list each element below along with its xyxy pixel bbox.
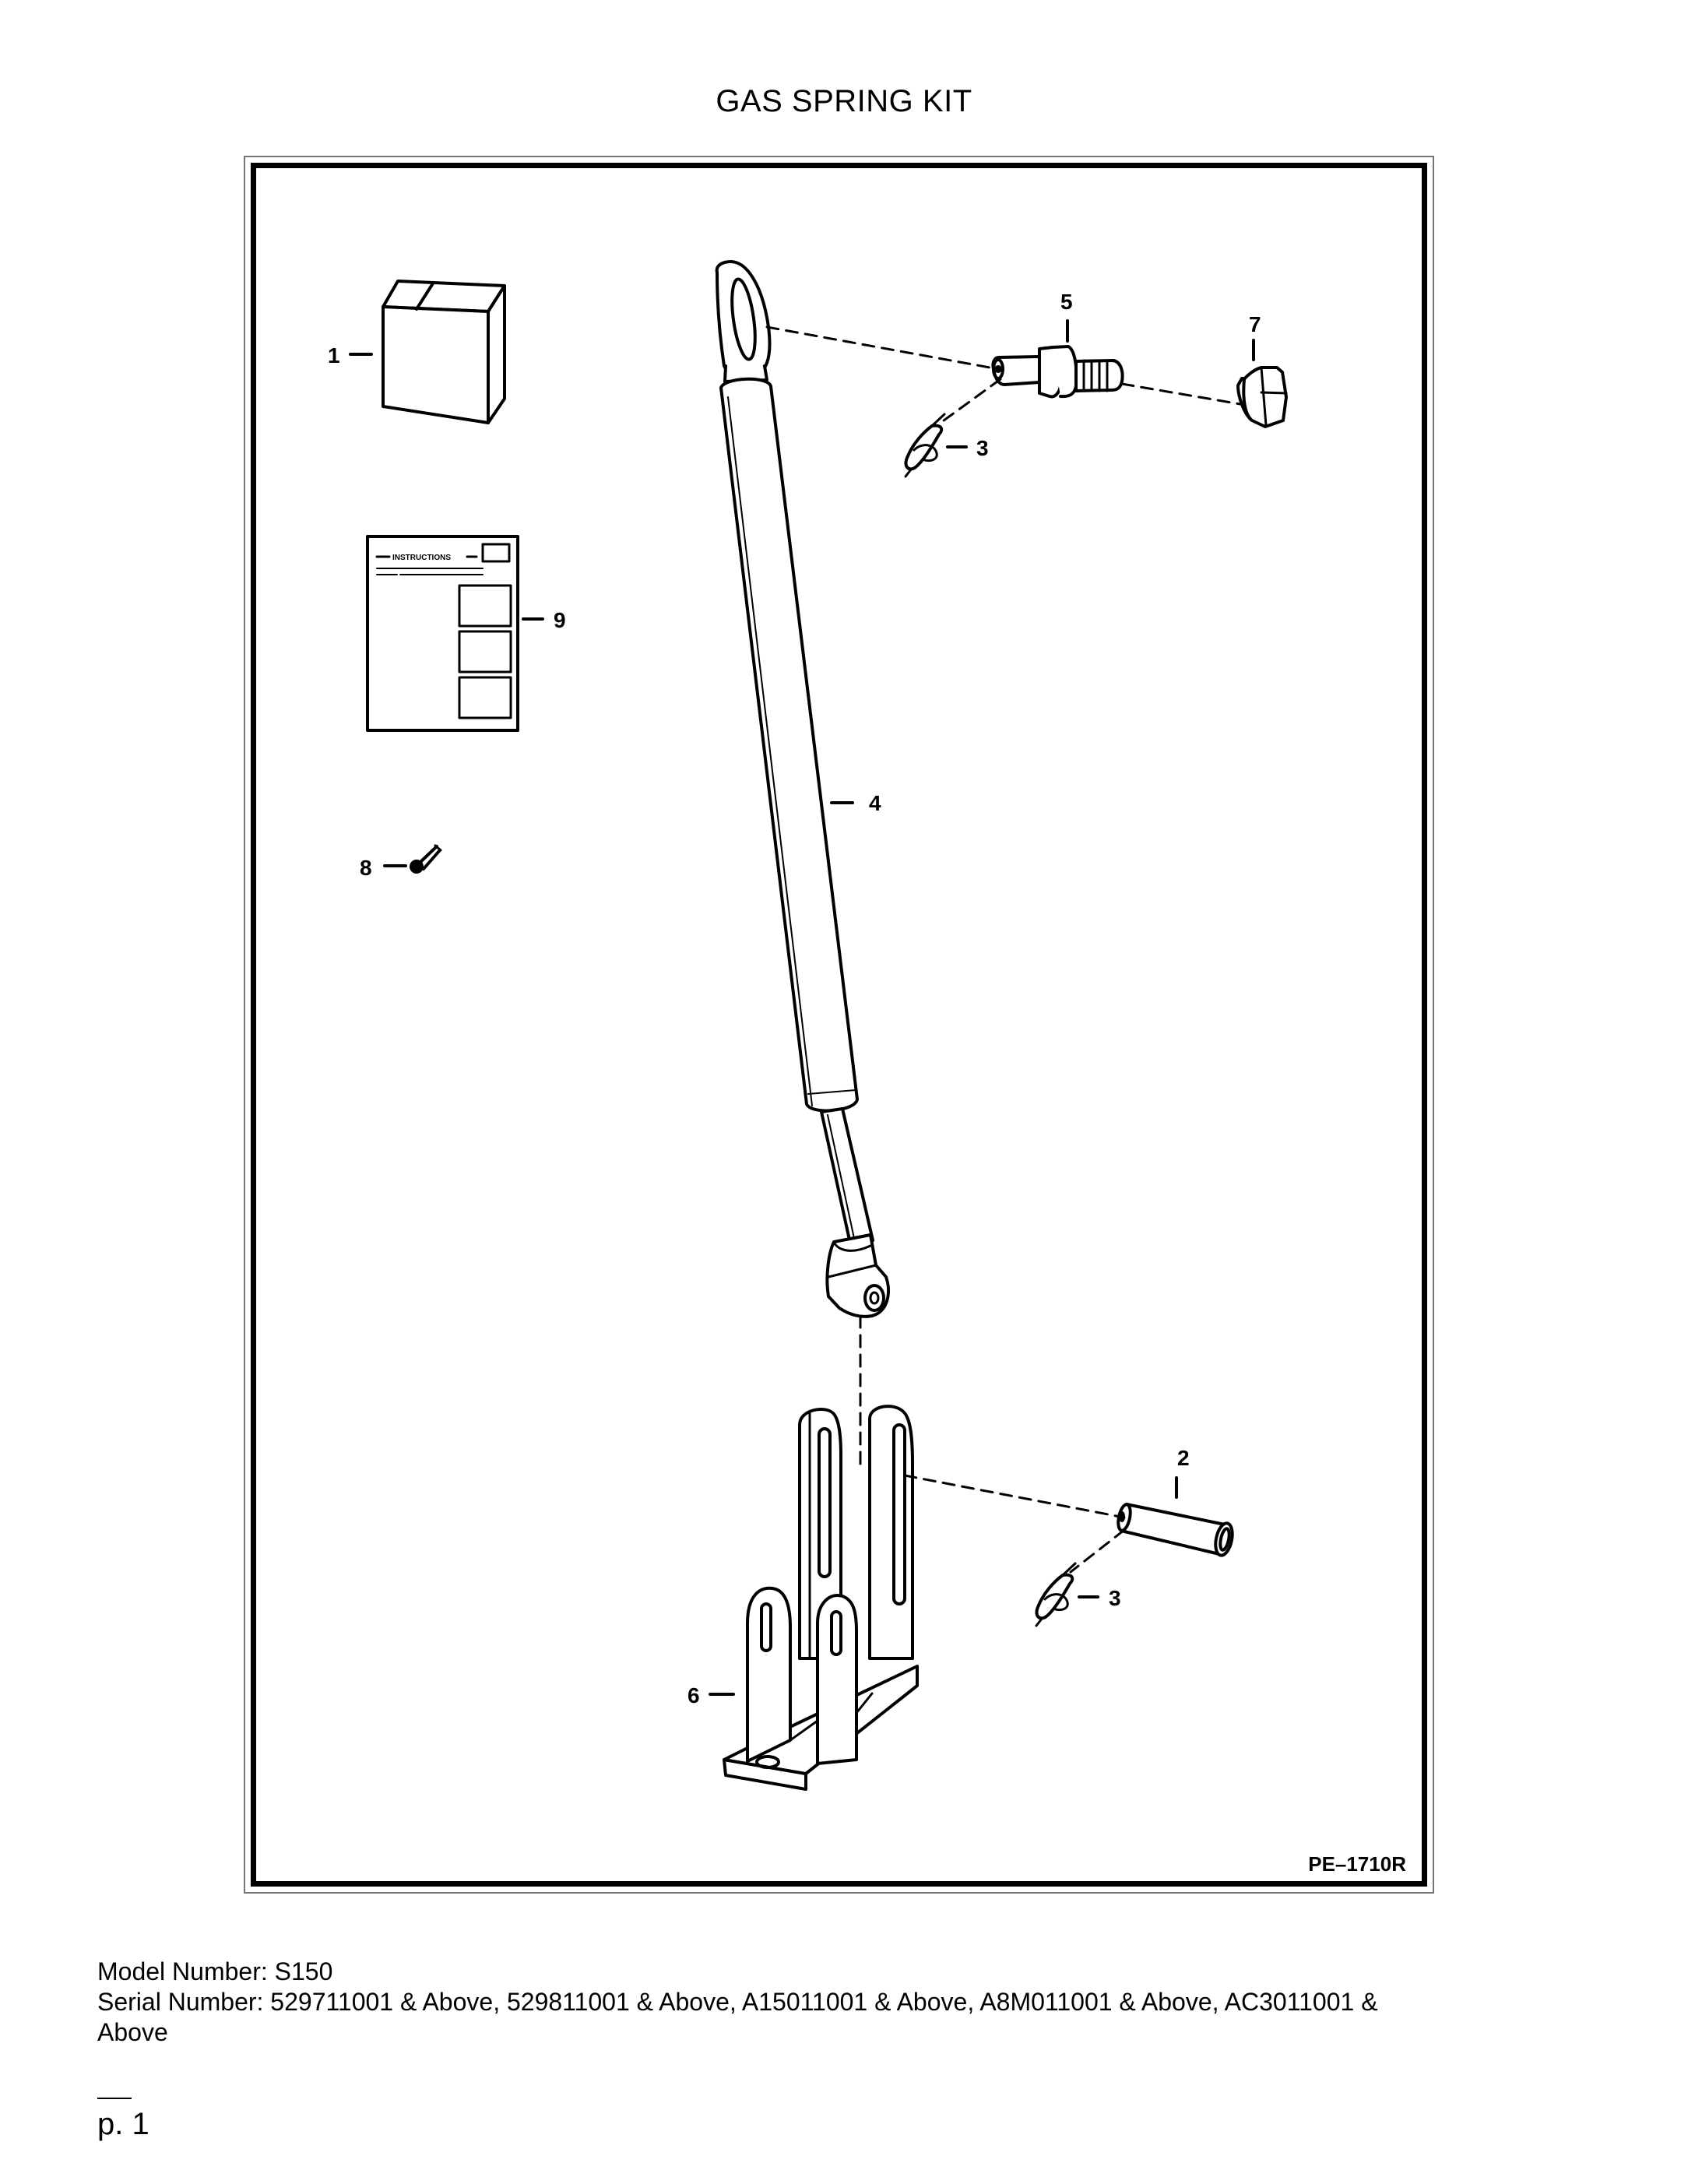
pin-part (1117, 1503, 1234, 1557)
diagram-outer-frame (244, 156, 1434, 1894)
bracket-part (723, 1405, 919, 1791)
model-number: Model Number: S150 (97, 1957, 333, 1985)
screw-part (410, 844, 442, 874)
callout-screw: 8 (360, 856, 372, 880)
nut-part (1236, 366, 1288, 428)
callout-nut: 7 (1249, 312, 1261, 336)
callout-gas-spring: 4 (869, 791, 881, 815)
stud-part (991, 345, 1124, 399)
clip-lower-part (1035, 1562, 1077, 1627)
callout-pin: 2 (1177, 1446, 1190, 1470)
gas-spring-part (715, 260, 890, 1318)
callout-instructions: 9 (554, 608, 566, 632)
callout-stud: 5 (1060, 290, 1073, 314)
instructions-sheet-label: INSTRUCTIONS (392, 554, 451, 562)
drawing-code: PE–1710R (1308, 1852, 1406, 1876)
diagram-inner-frame (251, 163, 1427, 1887)
clip-upper-part (904, 413, 946, 478)
page-number: p. 1 (97, 2107, 149, 2141)
callout-clip-lower: 3 (1109, 1586, 1121, 1610)
serial-number-line-1: Serial Number: 529711001 & Above, 529811… (97, 1988, 1378, 2016)
callout-box: 1 (328, 343, 340, 368)
page-title: GAS SPRING KIT (716, 84, 972, 118)
serial-number-line-2: Above (97, 2018, 168, 2046)
callout-clip-upper: 3 (976, 436, 989, 460)
info-block: Model Number: S150 Serial Number: 529711… (97, 1957, 1592, 2048)
footer-rule (97, 2098, 132, 2099)
callout-bracket: 6 (688, 1683, 700, 1707)
kit-box-part (382, 280, 506, 424)
instructions-sheet-part (366, 535, 519, 732)
